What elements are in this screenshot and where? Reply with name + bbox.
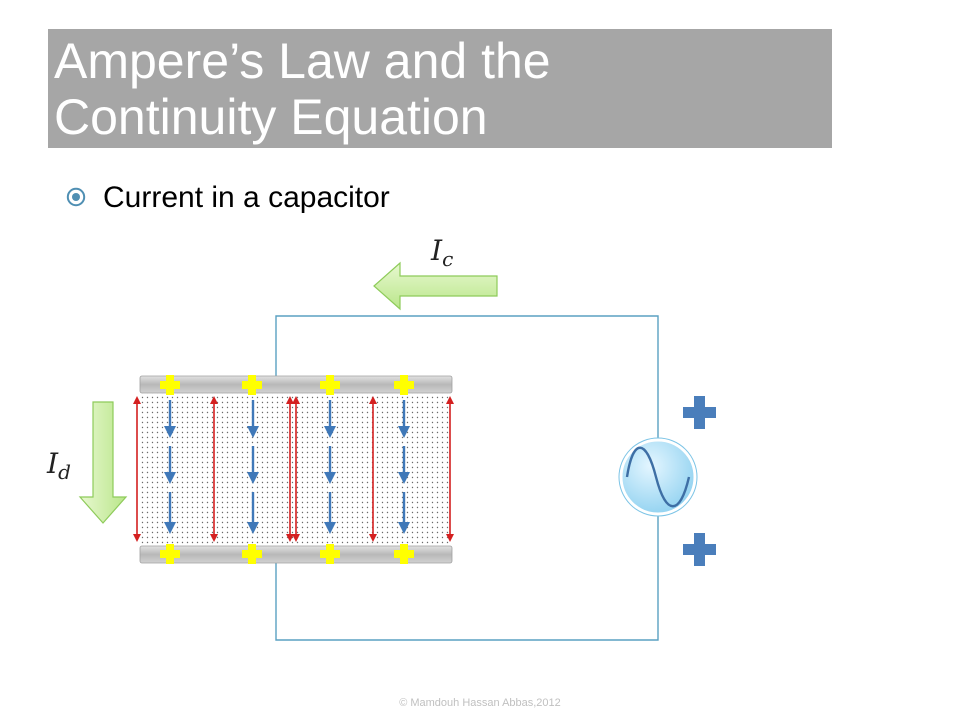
id-label: Id bbox=[46, 447, 71, 484]
top-plate bbox=[139, 375, 453, 394]
bullet-text: Current in a capacitor bbox=[103, 181, 390, 214]
plus-charge-icon bbox=[320, 375, 340, 395]
circuit-wire bbox=[275, 315, 659, 641]
plus-charge-icon bbox=[394, 375, 414, 395]
title-box: Ampere’s Law and the Continuity Equation bbox=[48, 29, 832, 148]
plus-charge-icon bbox=[242, 375, 262, 395]
plus-charge-icon bbox=[160, 544, 180, 564]
id-symbol: I bbox=[46, 447, 59, 480]
conduction-current-arrow bbox=[373, 261, 498, 311]
source-plus-icon bbox=[683, 533, 716, 566]
ic-label: Ic bbox=[430, 234, 453, 271]
plus-charge-icon bbox=[160, 375, 180, 395]
bottom-plate bbox=[139, 545, 453, 564]
circled-dot-bullet-icon bbox=[66, 187, 86, 207]
source-plus-icon bbox=[683, 396, 716, 429]
ic-symbol: I bbox=[430, 234, 443, 267]
ic-subscript: c bbox=[442, 247, 453, 271]
plus-charge-icon bbox=[242, 544, 262, 564]
displacement-current-arrow bbox=[78, 401, 128, 524]
slide-title: Ampere’s Law and the Continuity Equation bbox=[54, 33, 551, 145]
plus-charge-icon bbox=[320, 544, 340, 564]
id-subscript: d bbox=[58, 460, 71, 484]
plus-charge-icon bbox=[394, 544, 414, 564]
ac-source-icon bbox=[618, 437, 698, 517]
footer-copyright: © Mamdouh Hassan Abbas,2012 bbox=[399, 697, 561, 709]
